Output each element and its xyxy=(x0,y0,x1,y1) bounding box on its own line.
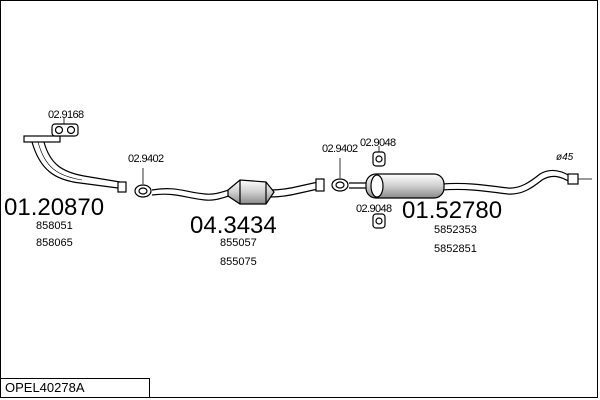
group-1-part-number: 01.20870 xyxy=(4,194,104,221)
middle-pipe-drawing xyxy=(151,178,325,201)
diagram-title: OPEL40278A xyxy=(0,378,150,398)
front-pipe-drawing xyxy=(23,135,127,193)
group-2-part-number: 04.3434 xyxy=(190,212,277,239)
group-3-part-number: 01.52780 xyxy=(402,197,502,224)
clamp-a-icon xyxy=(134,184,152,198)
label-hanger-top: 02.9048 xyxy=(360,137,396,149)
clamp-b-icon xyxy=(331,178,349,192)
group-3-ref-1: 5852353 xyxy=(434,224,477,236)
group-3-ref-2: 5852851 xyxy=(434,243,477,255)
group-1-ref-1: 858051 xyxy=(36,220,73,232)
label-hanger-bottom: 02.9048 xyxy=(356,203,392,215)
rear-pipe-drawing xyxy=(349,169,592,195)
group-2-ref-1: 855057 xyxy=(220,237,257,249)
muffler-icon xyxy=(365,173,445,199)
label-clamp-b: 02.9402 xyxy=(322,143,358,155)
catalyst-icon xyxy=(227,179,275,205)
label-tail-diameter: ø45 xyxy=(556,152,574,163)
gasket-icon xyxy=(51,123,79,137)
hanger-bottom-icon xyxy=(372,213,386,229)
hanger-top-icon xyxy=(372,151,386,167)
group-1-ref-2: 858065 xyxy=(36,237,73,249)
group-2-ref-2: 855075 xyxy=(220,256,257,268)
label-clamp-a: 02.9402 xyxy=(128,153,164,165)
label-front-gasket: 02.9168 xyxy=(48,109,84,121)
